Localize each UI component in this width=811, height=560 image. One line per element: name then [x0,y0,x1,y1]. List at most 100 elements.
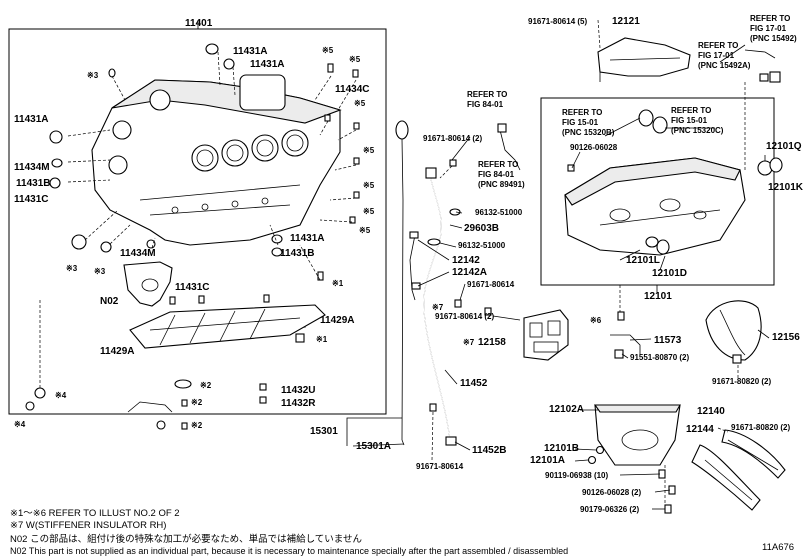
gauge-small-parts[interactable] [427,159,492,412]
note-mark: ※2 [191,398,203,407]
oil-pan-upper[interactable] [564,157,746,256]
oil-level-gauge-guide[interactable] [423,167,457,446]
callout[interactable]: 12156 [772,332,800,343]
callout[interactable]: 12101L [626,255,660,266]
refer-to-fig-15-01-b[interactable]: REFER TO FIG 15-01 (PNC 15320B) [562,108,615,137]
oil-pan-baffle[interactable] [597,37,691,82]
oil-tube[interactable] [409,231,421,301]
callout[interactable]: 11431C [175,282,209,293]
callout[interactable]: 12101Q [766,141,802,152]
part-number[interactable]: 90126-06028 (2) [582,488,641,497]
part-number[interactable]: 91671-80614 (2) [435,312,494,321]
callout[interactable]: 12140 [697,406,725,417]
footnote-n02-jp: N02 この部品は、組付け後の特殊な加工が必要なため、単品では補給していません [10,533,362,545]
callout[interactable]: 11431A [290,233,324,244]
callout[interactable]: 11431A [250,59,284,70]
callout[interactable]: 11573 [654,335,682,346]
note-mark: ※5 [359,226,371,235]
block-group-frame [8,28,387,415]
plug-parts[interactable] [49,43,360,328]
diagram-id: 11A676 [762,542,794,553]
part-number[interactable]: 91671-80614 (2) [423,134,482,143]
callout[interactable]: 11431B [280,248,314,259]
note-mark: ※1 [332,279,344,288]
cap-bolts-ladder[interactable] [129,304,326,349]
pipe-15492[interactable] [744,49,781,83]
callout[interactable]: 11431A [233,46,267,57]
callout[interactable]: N02 [100,296,119,307]
callout[interactable]: 11434M [14,162,50,173]
part-number[interactable]: 90126-06028 [570,143,618,152]
bearing-cap[interactable] [123,261,173,307]
callout[interactable]: 12144 [686,424,714,435]
oil-pan-group-frame [540,97,775,286]
callout[interactable]: 11432U [281,385,315,396]
callout[interactable]: 11452B [472,445,506,456]
refer-to-fig-15-01-c[interactable]: REFER TO FIG 15-01 (PNC 15320C) [671,106,724,135]
callout[interactable]: 11431B [16,178,50,189]
callout[interactable]: 12101K [768,182,804,193]
part-number[interactable]: 91671-80820 (2) [712,377,771,386]
oil-pan-insulator[interactable] [705,300,762,364]
note-marks: ※3 ※3 ※3 ※5 ※5 ※5 ※5 ※5 ※5 ※5 ※1 ※1 ※2 ※… [14,46,602,430]
block-small-bolts[interactable] [25,379,267,430]
refer-to-fig-17-01-a[interactable]: REFER TO FIG 17-01 (PNC 15492A) [698,41,751,70]
callout[interactable]: 12121 [612,16,640,27]
oil-pan-lower[interactable] [593,404,681,466]
footnote-refer: ※1～※6 REFER TO ILLUST NO.2 OF 2 [10,508,180,519]
part-number[interactable]: 91671-80614 [416,462,464,471]
part-number[interactable]: 96132-51000 [475,208,523,217]
callout[interactable]: 11432R [281,398,316,409]
oil-pan-insulator-lower[interactable] [691,429,786,511]
leader-lines [346,19,770,510]
note-mark: ※1 [316,335,328,344]
oil-pan-lower-bolts[interactable] [587,445,676,514]
part-number[interactable]: 91671-80614 [467,280,515,289]
part-number[interactable]: 91671-80820 (2) [731,423,790,432]
note-mark: ※5 [322,46,334,55]
callout[interactable]: 12101 [644,291,672,302]
part-number[interactable]: 96132-51000 [458,241,506,250]
callout[interactable]: 15301 [310,426,338,437]
ventilation-pipe[interactable] [497,123,521,171]
callout[interactable]: 11431C [14,194,48,205]
callout[interactable]: 11434M [120,248,156,259]
callout[interactable]: 12101B [544,443,579,454]
callout[interactable]: 11452 [460,378,488,389]
cylinder-block[interactable] [91,74,342,246]
callout[interactable]: 12101A [530,455,565,466]
part-number[interactable]: 90179-06326 (2) [580,505,639,514]
callout[interactable]: 12142 [452,255,480,266]
refer-to-fig-84-01-pnc[interactable]: REFER TO FIG 84-01 (PNC 89491) [478,160,525,189]
oil-pan-upper-parts[interactable] [567,109,783,321]
note-mark: ※5 [354,99,366,108]
oil-level-gauge[interactable] [395,120,409,446]
callout[interactable]: 12102A [549,404,584,415]
callout[interactable]: 12101D [652,268,687,279]
note-mark: ※3 [94,267,106,276]
callout[interactable]: 29603B [464,223,499,234]
part-number[interactable]: 91671-80614 (5) [528,17,587,26]
note-mark: ※7 [432,303,444,312]
callout-labels: 11401 11431A 11431A 11434C 11431A 11434M… [14,16,804,466]
callout[interactable]: 11429A [320,315,354,326]
note-mark: ※2 [191,421,203,430]
note-mark: ※2 [200,381,212,390]
part-number[interactable]: 91551-80870 (2) [630,353,689,362]
callout[interactable]: 11431A [14,114,48,125]
callout[interactable]: 11434C [335,84,369,95]
stiffener-insulator[interactable] [523,309,569,361]
note-mark: ※4 [14,420,26,429]
footnote-n02-en: N02 This part is not supplied as an indi… [10,546,568,556]
callout[interactable]: 11429A [100,346,134,357]
part-number[interactable]: 90119-06938 (10) [545,471,609,480]
refer-to-fig-84-01[interactable]: REFER TO FIG 84-01 [467,90,510,109]
note-mark: ※6 [590,316,602,325]
callout[interactable]: 12142A [452,267,487,278]
callout[interactable]: 11401 [185,18,213,29]
callout[interactable]: 12158 [478,337,506,348]
note-mark: ※3 [87,71,99,80]
callout[interactable]: 15301A [356,441,391,452]
refer-to-fig-17-01[interactable]: REFER TO FIG 17-01 (PNC 15492) [750,14,797,43]
footnotes: ※1～※6 REFER TO ILLUST NO.2 OF 2 ※7 W(STI… [10,508,794,556]
